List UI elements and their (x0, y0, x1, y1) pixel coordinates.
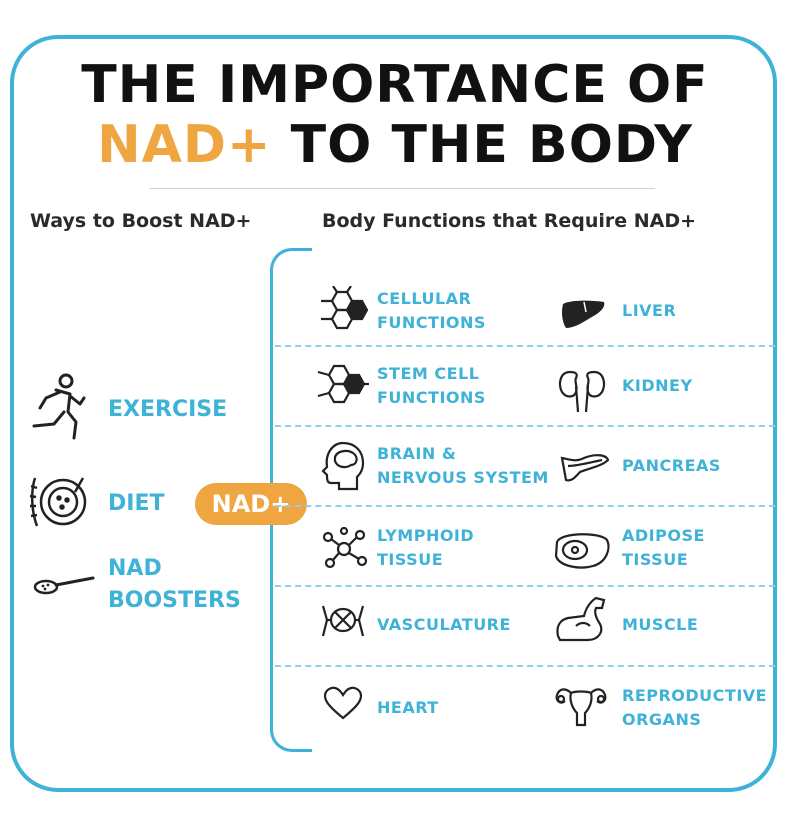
row-divider (275, 665, 775, 667)
running-person-icon (26, 372, 88, 444)
row-divider (275, 345, 775, 347)
function-pancreas-label: PANCREAS (622, 456, 721, 475)
function-brain-label: BRAIN &NERVOUS SYSTEM (377, 444, 549, 487)
row-divider (275, 585, 775, 587)
boost-exercise-label: EXERCISE (108, 397, 228, 422)
title-line-2: NAD+ TO THE BODY (0, 115, 790, 175)
kidney-icon (556, 368, 608, 414)
title-accent: NAD+ (97, 115, 272, 175)
row-divider (275, 425, 775, 427)
liver-icon (560, 298, 608, 330)
nad-center-pill: NAD+ (195, 483, 307, 525)
left-heading: Ways to Boost NAD+ (30, 210, 252, 232)
function-kidney-label: KIDNEY (622, 376, 693, 395)
function-heart-label: HEART (377, 698, 439, 717)
function-liver-label: LIVER (622, 301, 677, 320)
uterus-icon (553, 683, 609, 731)
head-brain-icon (321, 441, 365, 491)
row-divider (275, 505, 775, 507)
stem-cell-hexagon-icon (312, 362, 370, 406)
boost-nad-line2: BOOSTERS (108, 588, 241, 613)
food-bowl-icon (25, 470, 91, 532)
heart-icon (323, 686, 363, 720)
pancreas-icon (558, 450, 612, 486)
function-vasculature-label: VASCULATURE (377, 615, 511, 634)
vasculature-icon (319, 604, 367, 638)
title-line-1: THE IMPORTANCE OF (0, 55, 790, 115)
lymph-node-icon (320, 527, 368, 571)
boost-nad-line1: NAD (108, 556, 162, 581)
right-heading: Body Functions that Require NAD+ (322, 210, 697, 232)
molecule-hexagon-icon (317, 286, 373, 334)
boost-nad-boosters-label: NAD BOOSTERS (108, 553, 241, 617)
title-divider (150, 188, 655, 189)
flexed-arm-icon (554, 596, 610, 642)
adipose-tissue-icon (553, 530, 611, 570)
function-muscle-label: MUSCLE (622, 615, 699, 634)
spoon-powder-icon (33, 574, 95, 596)
title-text: THE IMPORTANCE OF (81, 55, 709, 115)
boost-diet-label: DIET (108, 491, 165, 516)
title-rest: TO THE BODY (271, 115, 693, 175)
